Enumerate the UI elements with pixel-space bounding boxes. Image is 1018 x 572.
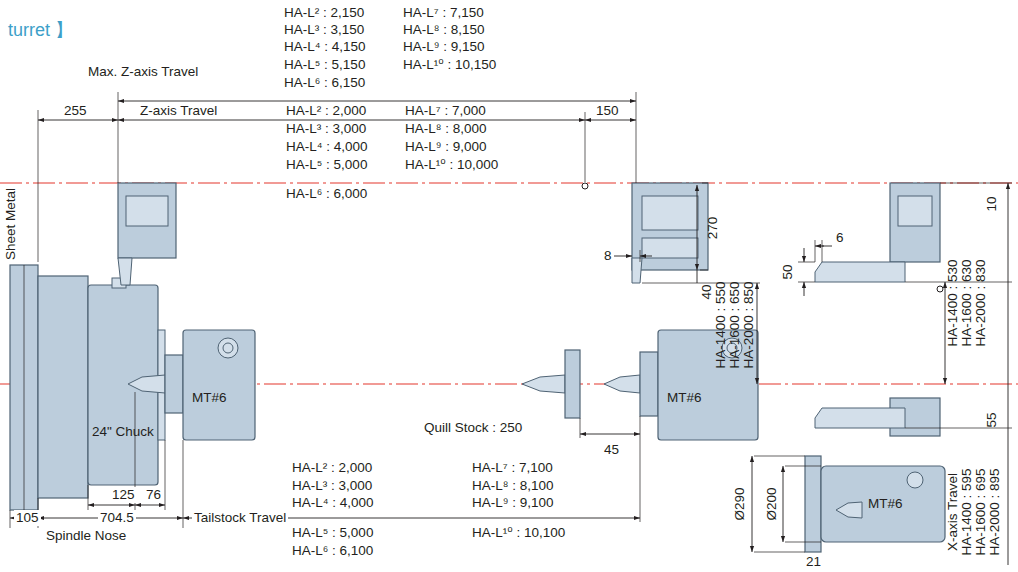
dimension-label: HA-L⁷ : 7,000: [403, 103, 488, 119]
dimension-label: HA-L¹⁰ : 10,150: [403, 57, 496, 73]
dimension-label: HA-L¹⁰ : 10,000: [403, 157, 500, 173]
dimension-label: 76: [144, 487, 163, 503]
dimension-label: Spindle Nose: [46, 528, 126, 544]
dimension-label: HA-L⁴ : 4,000: [290, 495, 376, 511]
dimension-label: HA-L⁷ : 7,100: [470, 460, 555, 476]
dimension-label: HA-L² : 2,150: [284, 5, 364, 21]
dimension-label: HA-L³ : 3,000: [284, 121, 368, 137]
dimension-label: Ø200: [764, 487, 780, 520]
dimension-label: HA-2000 : 830: [973, 259, 989, 346]
dimension-label: Max. Z-axis Travel: [88, 64, 198, 80]
dimension-label: Quill Stock : 250: [424, 420, 522, 436]
dimension-label: HA-L⁴ : 4,000: [284, 139, 370, 155]
dimension-label: HA-L² : 2,000: [284, 103, 368, 119]
dimension-label: MT#6: [192, 390, 227, 406]
dimension-label: HA-L⁵ : 5,000: [290, 525, 375, 541]
section-heading: turret 】: [8, 19, 73, 41]
dimension-label: MT#6: [868, 496, 903, 512]
dimension-label: 255: [62, 103, 89, 119]
dimension-label: HA-L⁶ : 6,100: [290, 543, 375, 559]
dimension-label: 125: [110, 487, 137, 503]
dimension-label: 40: [699, 284, 715, 299]
dimension-label: HA-L⁴ : 4,150: [284, 39, 366, 55]
dimension-label: HA-L⁹ : 9,150: [403, 39, 485, 55]
dimension-label: HA-L¹⁰ : 10,100: [470, 525, 567, 541]
dimension-label: 150: [594, 103, 621, 119]
dimension-label: HA-1600 : 695: [973, 468, 989, 555]
dimension-label: Tailstock Travel: [192, 510, 288, 526]
dimension-label: HA-L⁷ : 7,150: [403, 5, 484, 21]
dimension-label: 270: [705, 217, 721, 240]
dimension-label: HA-L⁸ : 8,000: [403, 121, 489, 137]
dimension-label: X-axis Travel: [945, 473, 961, 551]
dimension-label: HA-L⁵ : 5,000: [284, 157, 369, 173]
dimension-label: HA-L⁹ : 9,000: [403, 139, 489, 155]
dimension-label: Sheet Metal: [3, 188, 19, 260]
dimension-label: 21: [806, 554, 821, 570]
dimension-label: HA-2000 : 850: [741, 281, 757, 368]
dimension-label: 55: [984, 412, 1000, 427]
dimension-label: 24" Chuck: [92, 424, 154, 440]
dimension-label: 10: [984, 196, 1000, 211]
dimension-label: 704.5: [98, 510, 136, 526]
dimension-label: Z-axis Travel: [138, 103, 219, 119]
dimension-label: HA-1400 : 550: [713, 281, 729, 368]
dimension-label: 8: [604, 248, 612, 264]
dimension-label: Ø290: [732, 487, 748, 520]
dimension-label: HA-L³ : 3,000: [290, 478, 374, 494]
dimension-label: HA-1400 : 595: [959, 468, 975, 555]
dimension-label: MT#6: [667, 390, 702, 406]
dimension-label: HA-L⁹ : 9,100: [470, 495, 556, 511]
dimension-label: HA-1600 : 630: [959, 259, 975, 346]
dimension-label: 50: [780, 264, 796, 279]
dimension-label: 45: [604, 442, 619, 458]
dimension-label: HA-L⁶ : 6,000: [284, 186, 369, 202]
dimension-label: 6: [836, 230, 844, 246]
dimension-label: HA-L² : 2,000: [290, 460, 374, 476]
dimension-label: HA-1600 : 650: [727, 281, 743, 368]
dimension-label: HA-L⁵ : 5,150: [284, 57, 365, 73]
dimension-label: HA-1400 : 530: [945, 259, 961, 346]
dimension-label: HA-2000 : 895: [987, 468, 1003, 555]
dimension-label: HA-L⁸ : 8,150: [403, 22, 485, 38]
dimension-label: 105: [14, 510, 41, 526]
dimension-label: HA-L⁶ : 6,150: [284, 75, 365, 91]
dimension-label: HA-L³ : 3,150: [284, 22, 364, 38]
dimension-label: HA-L⁸ : 8,100: [470, 478, 556, 494]
